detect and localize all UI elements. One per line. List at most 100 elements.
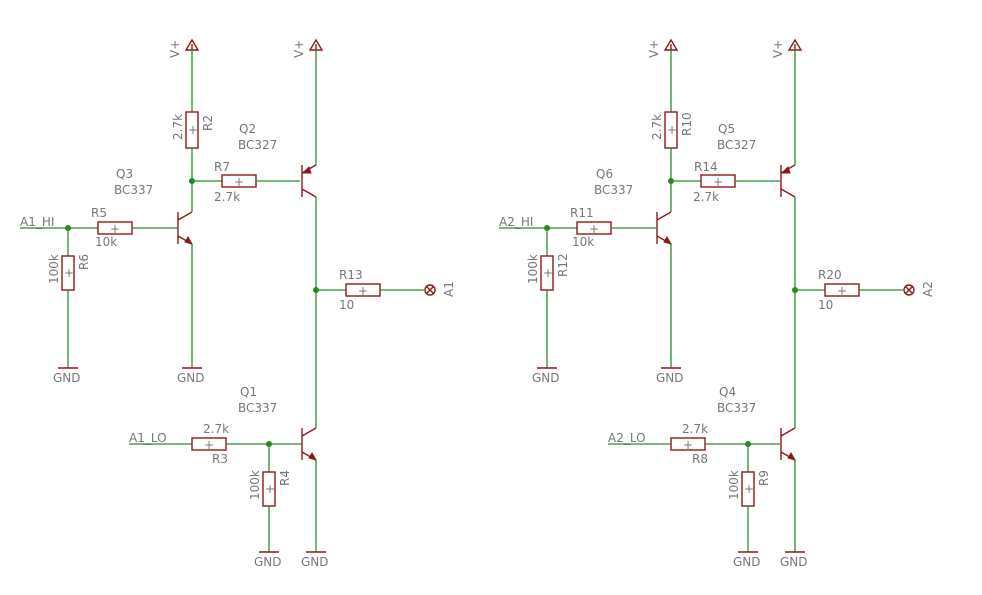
schematic-label: + (589, 222, 599, 236)
resistor-r3[interactable]: + 2.7k R3 (191, 422, 229, 466)
channel-1: V+ + 2.7k R2 + R7 2.7k Q3 BC337 GND A1_H… (20, 38, 456, 569)
r11-value: 10k (572, 235, 594, 249)
resistor-r2[interactable]: + 2.7k R2 (171, 111, 215, 149)
r8-value: 2.7k (682, 422, 708, 436)
r6-value: 100k (47, 254, 61, 284)
input-a1-lo: A1_LO (129, 431, 167, 445)
input-a1-hi: A1_HI (20, 215, 54, 229)
r13-name: R13 (339, 268, 363, 282)
schematic-label: GND (177, 371, 205, 385)
channel-2: V+ + 2.7k R10 + R14 2.7k Q6 BC337 GND A2… (499, 38, 935, 569)
output-pad-a1[interactable]: A1 (424, 281, 456, 297)
resistor-r8[interactable]: + 2.7k R8 (670, 422, 708, 466)
schematic-label: V+ (292, 40, 306, 58)
r7-name: R7 (214, 160, 230, 174)
q2-type: BC327 (238, 138, 277, 152)
supply-symbol: V+ (771, 38, 803, 58)
schematic-label: + (234, 175, 244, 189)
r4-name: R4 (278, 470, 292, 486)
transistor-q6[interactable]: Q6 BC337 (594, 167, 673, 245)
schematic-label: + (837, 284, 847, 298)
schematic-label: + (358, 284, 368, 298)
transistor-q4[interactable]: Q4 BC337 (717, 385, 797, 461)
supply-symbol: V+ (292, 38, 324, 58)
r3-value: 2.7k (203, 422, 229, 436)
resistor-r9[interactable]: + 100k R9 (727, 470, 771, 507)
r11-name: R11 (570, 206, 594, 220)
resistor-r6[interactable]: + 100k R6 (47, 254, 91, 291)
resistor-r4[interactable]: + 100k R4 (248, 470, 292, 507)
schematic-label: GND (301, 555, 329, 569)
q4-name: Q4 (719, 385, 736, 399)
input-a2-hi: A2_HI (499, 215, 533, 229)
r20-name: R20 (818, 268, 842, 282)
resistor-r12[interactable]: + 100k R12 (526, 253, 570, 291)
supply-symbol: V+ (647, 38, 679, 58)
r13-value: 10 (339, 298, 354, 312)
transistor-q5[interactable]: Q5 BC327 (717, 122, 796, 198)
schematic-label: + (744, 482, 754, 496)
q1-type: BC337 (238, 401, 277, 415)
ground-symbol: GND (254, 551, 282, 569)
ground-symbol: GND (780, 551, 808, 569)
schematic-label: + (667, 123, 677, 137)
r10-name: R10 (680, 112, 694, 136)
r14-name: R14 (694, 160, 718, 174)
output-pad-a2[interactable]: A2 (903, 281, 935, 297)
r4-value: 100k (248, 470, 262, 500)
q6-type: BC337 (594, 183, 633, 197)
resistor-r7[interactable]: + R7 2.7k (214, 160, 257, 204)
transistor-q3[interactable]: Q3 BC337 (114, 167, 194, 245)
r12-value: 100k (526, 254, 540, 284)
input-a2-lo: A2_LO (608, 431, 646, 445)
schematic-label: + (188, 123, 198, 137)
schematic-label: + (110, 222, 120, 236)
schematic-label: GND (532, 371, 560, 385)
r3-name: R3 (212, 452, 228, 466)
schematic-label: + (64, 266, 74, 280)
r9-value: 100k (727, 470, 741, 500)
q4-type: BC337 (717, 401, 756, 415)
r5-name: R5 (91, 206, 107, 220)
r12-name: R12 (556, 253, 570, 277)
q5-name: Q5 (718, 122, 735, 136)
output-label-a1: A1 (442, 281, 456, 297)
r2-value: 2.7k (171, 114, 185, 140)
transistor-q2[interactable]: Q2 BC327 (238, 122, 317, 198)
q1-name: Q1 (240, 385, 257, 399)
schematic-label: + (543, 266, 553, 280)
r5-value: 10k (95, 235, 117, 249)
resistor-r11[interactable]: + R11 10k (570, 206, 612, 249)
r2-name: R2 (201, 115, 215, 131)
r14-value: 2.7k (693, 190, 719, 204)
schematic-label: GND (733, 555, 761, 569)
schematic-label: GND (53, 371, 81, 385)
r7-value: 2.7k (214, 190, 240, 204)
schematic-label: GND (780, 555, 808, 569)
q3-type: BC337 (114, 183, 153, 197)
r8-name: R8 (692, 452, 708, 466)
transistor-q1[interactable]: Q1 BC337 (238, 385, 318, 461)
output-label-a2: A2 (921, 281, 935, 297)
r20-value: 10 (818, 298, 833, 312)
resistor-r10[interactable]: + 2.7k R10 (650, 111, 694, 149)
supply-symbol: V+ (168, 38, 200, 58)
resistor-r20[interactable]: + R20 10 (818, 268, 860, 312)
schematic-label: + (713, 175, 723, 189)
q6-name: Q6 (596, 167, 613, 181)
schematic-label: + (265, 482, 275, 496)
q2-name: Q2 (239, 122, 256, 136)
ground-symbol: GND (733, 551, 761, 569)
ground-symbol: GND (301, 551, 329, 569)
supply-label: V+ (168, 40, 182, 58)
ground-symbol: GND (53, 367, 81, 385)
ground-symbol: GND (177, 367, 205, 385)
ground-symbol: GND (532, 367, 560, 385)
resistor-r14[interactable]: + R14 2.7k (693, 160, 736, 204)
schematic-label: V+ (771, 40, 785, 58)
schematic-label: + (204, 438, 214, 452)
schematic-label: GND (254, 555, 282, 569)
ground-symbol: GND (656, 367, 684, 385)
r6-name: R6 (77, 254, 91, 270)
